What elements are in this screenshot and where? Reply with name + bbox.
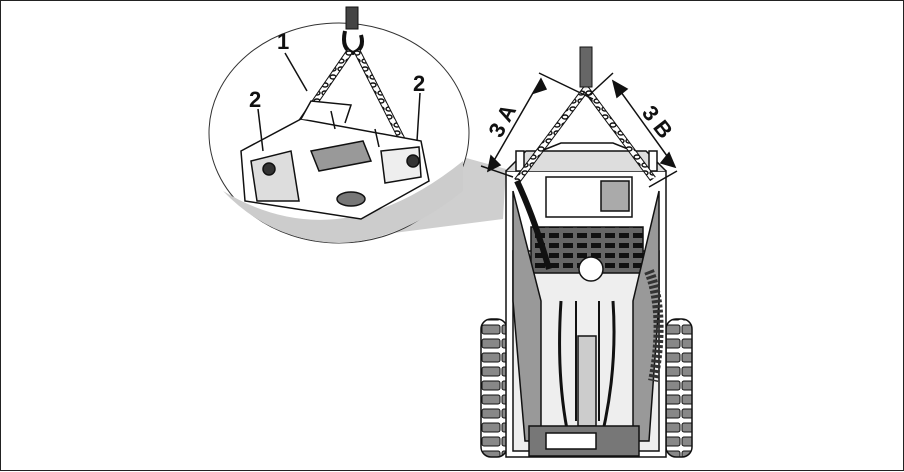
hook-detail — [342, 6, 364, 56]
callout-hook-right: 2 — [413, 71, 425, 96]
lifting-chains — [514, 46, 656, 270]
callout-hook-left: 2 — [249, 87, 261, 112]
machine-detail — [240, 100, 430, 220]
callout-angle-a: 3 A — [483, 100, 521, 141]
machine-main — [480, 142, 693, 458]
dimension-lines — [480, 72, 678, 188]
callout-chain: 1 — [277, 29, 289, 54]
magnified-detail — [208, 6, 470, 244]
track-left — [480, 318, 508, 458]
callout-angle-b: 3 B — [637, 101, 678, 143]
track-right — [665, 318, 693, 458]
